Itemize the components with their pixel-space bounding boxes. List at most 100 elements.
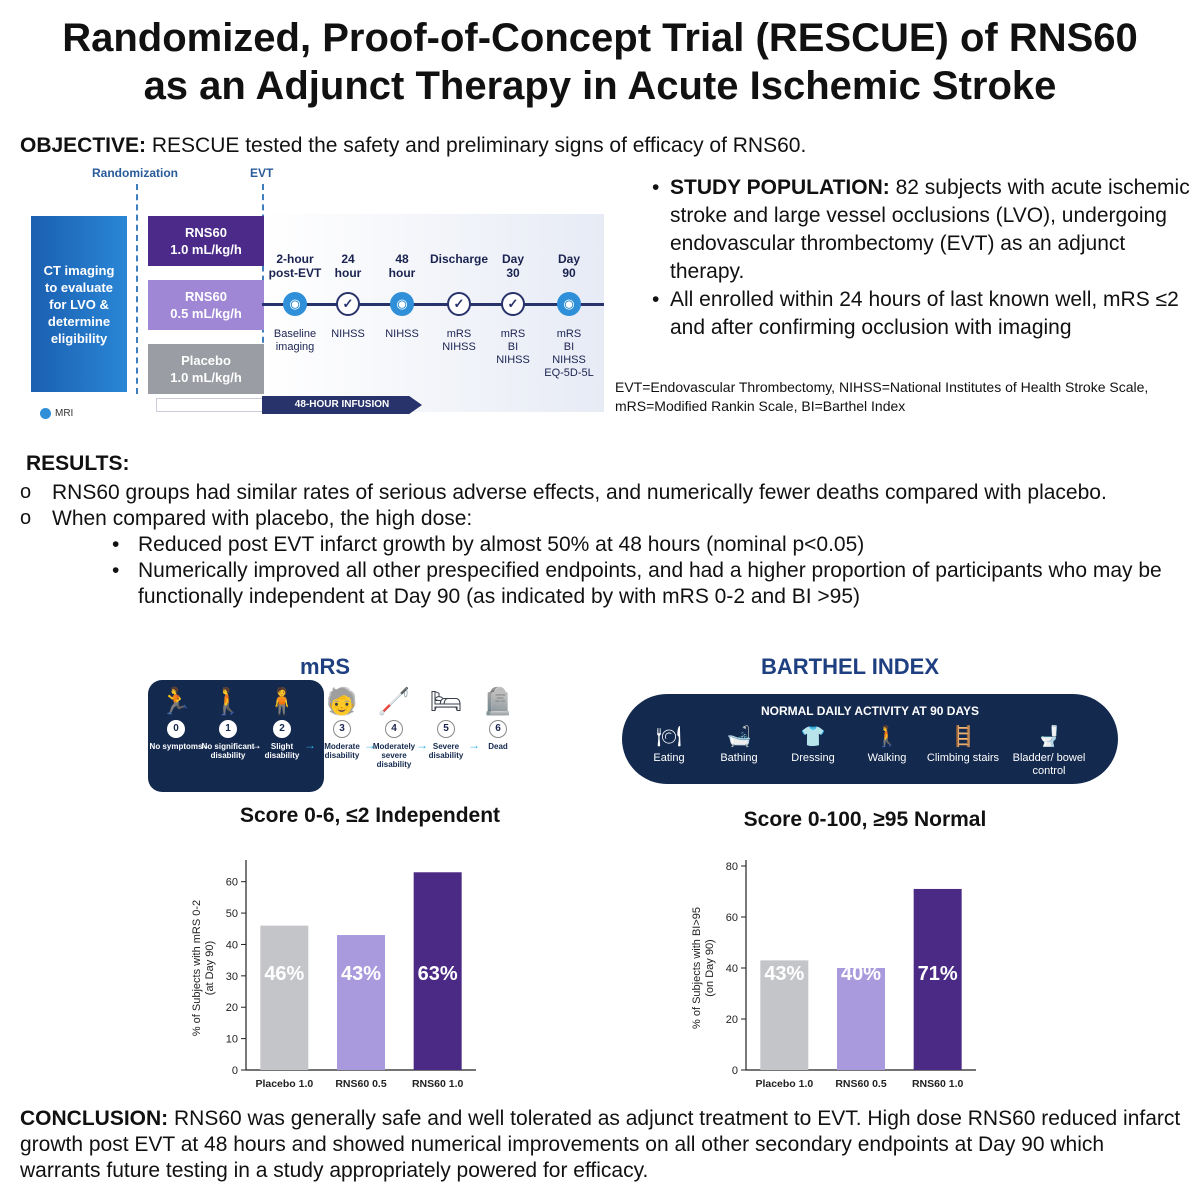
arm-name: RNS60 <box>185 225 227 240</box>
walking-icon: 🚶 <box>874 726 900 748</box>
conclusion-text: RNS60 was generally safe and well tolera… <box>20 1107 1181 1182</box>
bar <box>260 925 309 1070</box>
arrow-right-icon: → <box>198 738 210 752</box>
arrow-right-icon: → <box>250 738 262 752</box>
person-figure-icon: 🏃 <box>159 686 193 716</box>
x-category-label: Placebo 1.0 <box>755 1078 813 1090</box>
randomization-label: Randomization <box>92 166 178 180</box>
y-tick-label: 20 <box>226 1002 238 1014</box>
check-icon: ✓ <box>501 292 525 316</box>
barthel-activity: 🛁 Bathing <box>694 726 784 765</box>
infusion-start-arrow <box>156 398 262 412</box>
mrs-score-number: 3 <box>333 720 351 738</box>
barthel-activity: 🚶 Walking <box>842 726 932 765</box>
result-sub-item: Numerically improved all other prespecif… <box>20 558 1190 610</box>
study-design-diagram: Randomization EVT CT imaging to evaluate… <box>26 162 606 422</box>
stairs-icon: 🪜 <box>950 726 976 748</box>
arm-dose: 1.0 mL/kg/h <box>170 370 242 385</box>
x-category-label: RNS60 1.0 <box>412 1078 464 1090</box>
result-sub-item: Reduced post EVT infarct growth by almos… <box>20 532 1190 558</box>
y-axis-label: (on Day 90) <box>704 939 716 996</box>
y-axis-label: % of Subjects with mRS 0-2 <box>191 900 203 1036</box>
person-figure-icon: 🦯 <box>377 686 411 716</box>
y-tick-label: 50 <box>226 908 238 920</box>
arm-placebo: Placebo 1.0 mL/kg/h <box>148 344 264 394</box>
mrs-score-label: No symptoms <box>149 742 203 751</box>
result-item: When compared with placebo, the high dos… <box>20 505 1190 532</box>
mrs-score-label: Moderately severe disability <box>372 742 416 769</box>
barthel-activity: 🪜Climbing stairs <box>918 726 1008 765</box>
mrs-score-label: Severe disability <box>428 742 464 760</box>
barthel-activity-label: Bladder/ bowel control <box>1012 752 1086 777</box>
y-axis-label: (at Day 90) <box>204 941 216 995</box>
bar-data-label: 63% <box>418 963 458 985</box>
y-tick-label: 20 <box>726 1014 738 1026</box>
bathing-icon: 🛁 <box>726 726 752 748</box>
y-tick-label: 0 <box>232 1065 238 1077</box>
title-line-1: Randomized, Proof-of-Concept Trial (RESC… <box>62 16 1138 60</box>
population-bullet: All enrolled within 24 hours of last kno… <box>650 286 1190 342</box>
barthel-activity-label: Bathing <box>720 752 758 764</box>
title-line-2: as an Adjunct Therapy in Acute Ischemic … <box>143 64 1057 108</box>
timeline-area <box>262 214 604 412</box>
barthel-activity-label: Dressing <box>791 752 835 764</box>
result-item: RNS60 groups had similar rates of seriou… <box>20 479 1190 506</box>
x-category-label: RNS60 0.5 <box>335 1078 387 1090</box>
eating-icon: 🍽 <box>656 726 682 748</box>
bar <box>413 872 462 1070</box>
bar <box>760 960 809 1070</box>
timepoint-head: Discharge <box>429 252 489 266</box>
check-icon: ✓ <box>447 292 471 316</box>
bar-data-label: 46% <box>264 963 304 985</box>
arm-name: Placebo <box>181 353 231 368</box>
barthel-activity-label: Eating <box>653 752 685 764</box>
x-category-label: RNS60 1.0 <box>912 1078 964 1090</box>
timeline-line <box>262 303 604 306</box>
y-tick-label: 80 <box>726 861 738 873</box>
barthel-panel-head: NORMAL DAILY ACTIVITY AT 90 DAYS <box>760 704 980 718</box>
person-figure-icon: 🚶 <box>211 686 245 716</box>
mrs-score-number: 5 <box>437 720 455 738</box>
person-figure-icon: 🧍 <box>265 686 299 716</box>
brain-icon: ◉ <box>283 292 307 316</box>
x-category-label: Placebo 1.0 <box>255 1078 313 1090</box>
dressing-icon: 👕 <box>800 726 826 748</box>
arm-high-dose: RNS60 1.0 mL/kg/h <box>148 216 264 266</box>
mri-legend: MRI <box>40 408 73 419</box>
y-tick-label: 30 <box>226 971 238 983</box>
objective-text: RESCUE tested the safety and preliminary… <box>146 134 807 157</box>
barthel-activity: 🍽 Eating <box>624 726 714 765</box>
objective-label: OBJECTIVE: <box>20 134 147 157</box>
brain-icon: ◉ <box>390 292 414 316</box>
bar-data-label: 43% <box>764 963 804 985</box>
brain-icon: ◉ <box>557 292 581 316</box>
arrow-right-icon: → <box>304 738 316 752</box>
y-tick-label: 60 <box>726 912 738 924</box>
bar-data-label: 43% <box>341 963 381 985</box>
y-tick-label: 60 <box>226 877 238 889</box>
barthel-activity: 🚽Bladder/ bowel control <box>1004 726 1094 778</box>
y-tick-label: 10 <box>226 1034 238 1046</box>
barthel-activity-label: Walking <box>867 752 907 764</box>
person-figure-icon: 🪦 <box>481 686 515 716</box>
y-axis-label: % of Subjects with BI>95 <box>691 907 703 1029</box>
poster-title: Randomized, Proof-of-Concept Trial (RESC… <box>0 14 1200 110</box>
mrs-score-title: Score 0-6, ≤2 Independent <box>239 804 501 827</box>
barthel-section-title: BARTHEL INDEX <box>760 654 940 679</box>
results-list: RNS60 groups had similar rates of seriou… <box>20 479 1190 610</box>
barthel-activity-panel: NORMAL DAILY ACTIVITY AT 90 DAYS 🍽 Eating… <box>622 694 1118 784</box>
ct-imaging-box: CT imaging to evaluate for LVO & determi… <box>31 216 127 392</box>
mrs-score-label: Slight disability <box>264 742 300 760</box>
bar <box>337 935 385 1070</box>
